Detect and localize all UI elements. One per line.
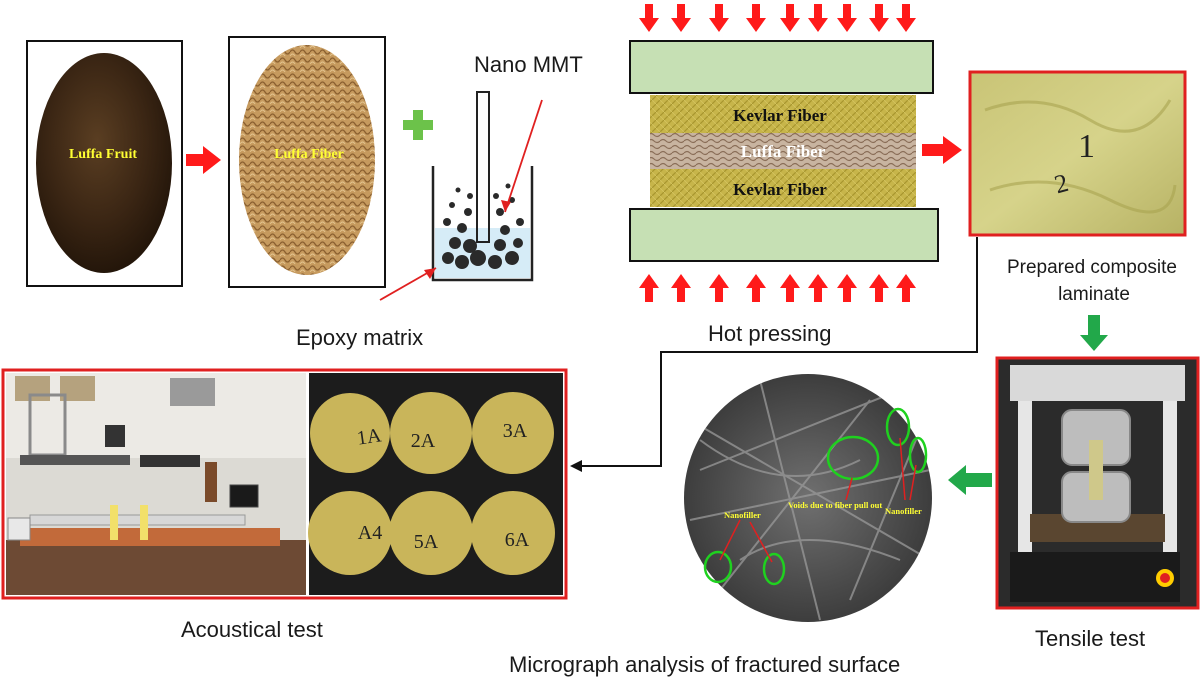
luffa-layer — [650, 133, 916, 169]
acoustic-samples-photo — [308, 373, 563, 595]
press-plate-top — [629, 40, 934, 94]
press-plate-bottom — [629, 208, 939, 262]
press-arrows-bottom — [639, 274, 916, 302]
acoustical-test-label: Acoustical test — [181, 617, 323, 642]
luffa-mid-label: Luffa Fiber — [741, 142, 826, 161]
tensile-test-panel — [995, 356, 1200, 610]
lab-setup-photo — [6, 373, 306, 595]
luffa-fiber-label: Luffa Fiber — [274, 147, 344, 162]
beaker-illustration — [379, 91, 543, 301]
sem-label-voids: Voids due to fiber pull out — [788, 500, 882, 510]
hot-press — [629, 4, 939, 302]
tensile-test-label: Tensile test — [1035, 626, 1145, 651]
luffa-fruit-panel — [26, 40, 183, 287]
kevlar-layer-top — [650, 95, 916, 133]
nano-mmt-label: Nano MMT — [474, 52, 583, 77]
hot-pressing-label: Hot pressing — [708, 321, 832, 346]
laminate-mark-1: 1 — [1078, 128, 1095, 165]
arrow-laminate-to-tensile — [1080, 315, 1108, 351]
sample-label-4: A4 — [358, 522, 382, 544]
epoxy-matrix-label: Epoxy matrix — [296, 325, 423, 350]
sample-label-6: 6A — [505, 529, 530, 551]
micrograph-label: Micrograph analysis of fractured surface — [509, 652, 900, 677]
sem-micrograph — [684, 374, 932, 622]
luffa-fruit-image — [36, 53, 172, 273]
sample-label-2: 2A — [411, 430, 436, 452]
arrow-fruit-to-fiber — [186, 146, 221, 174]
sem-label-nanofiller-left: Nanofiller — [724, 510, 761, 520]
luffa-fiber-panel — [228, 36, 386, 288]
sem-label-nanofiller-right: Nanofiller — [885, 506, 922, 516]
sample-label-3: 3A — [503, 420, 528, 442]
press-arrows-top — [639, 4, 916, 32]
sample-label-1: 1A — [356, 424, 384, 449]
prepared-laminate-panel — [968, 70, 1187, 237]
sample-label-5: 5A — [414, 531, 439, 553]
kevlar-top-label: Kevlar Fiber — [733, 106, 827, 125]
plus-icon — [403, 110, 433, 140]
arrow-tensile-to-micrograph — [948, 465, 992, 495]
prepared-label-line1: Prepared composite — [1007, 257, 1177, 278]
prepared-label-line2: laminate — [1058, 284, 1130, 305]
acoustical-test-panel — [1, 368, 568, 600]
luffa-fiber-image — [239, 45, 375, 275]
connector-laminate-to-acoustic — [570, 237, 978, 472]
arrow-press-to-laminate — [922, 136, 962, 164]
kevlar-layer-bottom — [650, 169, 916, 207]
kevlar-bottom-label: Kevlar Fiber — [733, 180, 827, 199]
luffa-fruit-label: Luffa Fruit — [69, 147, 137, 162]
